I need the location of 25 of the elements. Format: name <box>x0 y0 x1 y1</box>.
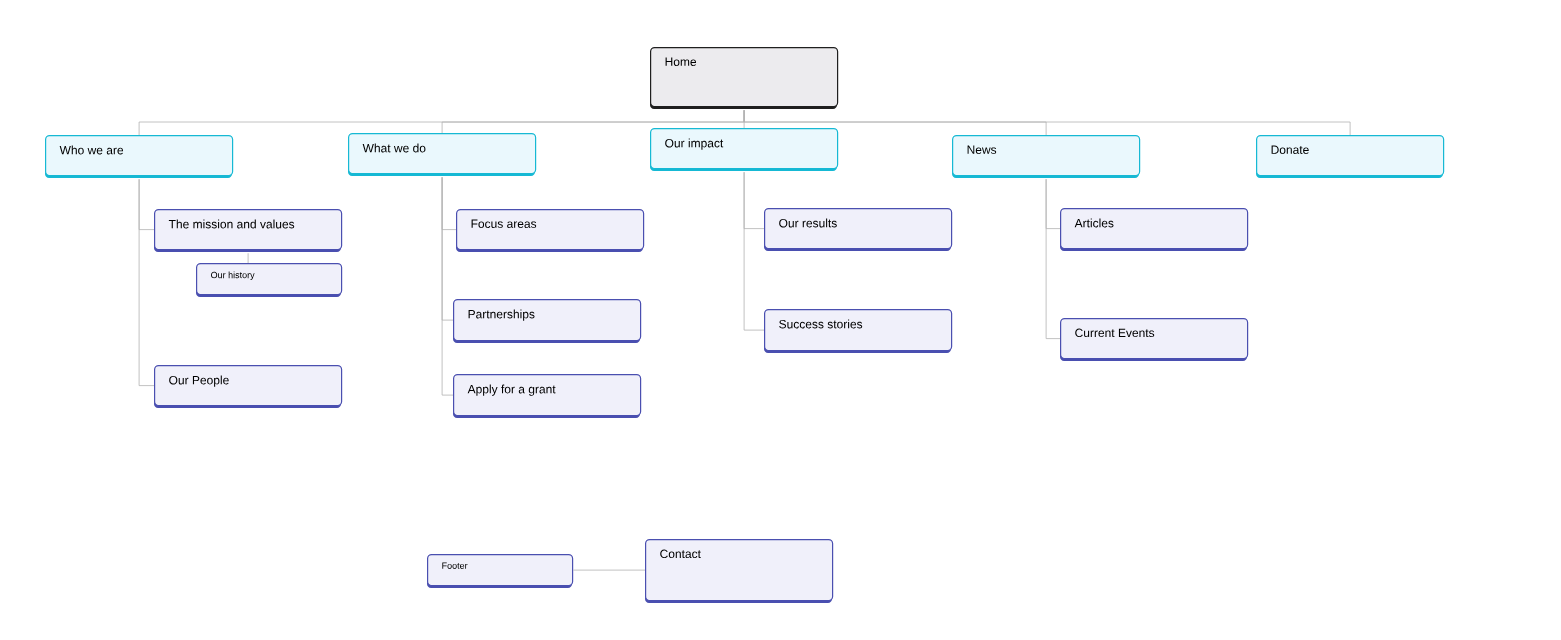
connector-line <box>247 252 249 264</box>
connector-line <box>138 178 155 386</box>
page-box: Partnerships <box>453 299 642 343</box>
connector-line <box>572 569 646 571</box>
page-box: Our history <box>196 263 343 297</box>
page-box: Success stories <box>764 309 953 353</box>
connector-line <box>743 171 765 331</box>
section-box: News <box>952 135 1141 178</box>
page-box: Footer <box>427 554 574 588</box>
page-box: Our results <box>764 208 953 251</box>
connector-line <box>1045 178 1061 339</box>
page-box: Current Events <box>1060 318 1249 361</box>
connector-line <box>441 176 454 396</box>
page-box: Our People <box>154 365 343 408</box>
page-box: Contact <box>645 539 834 603</box>
connector-line <box>743 109 1351 136</box>
page-box: Home <box>650 47 839 109</box>
section-box: What we do <box>348 133 537 176</box>
page-box: The mission and values <box>154 209 343 252</box>
section-box: Who we are <box>45 135 234 178</box>
page-box: Articles <box>1060 208 1249 251</box>
section-box: Our impact <box>650 128 839 171</box>
page-box: Focus areas <box>456 209 645 252</box>
section-box: Donate <box>1256 135 1445 178</box>
page-box: Apply for a grant <box>453 374 642 418</box>
